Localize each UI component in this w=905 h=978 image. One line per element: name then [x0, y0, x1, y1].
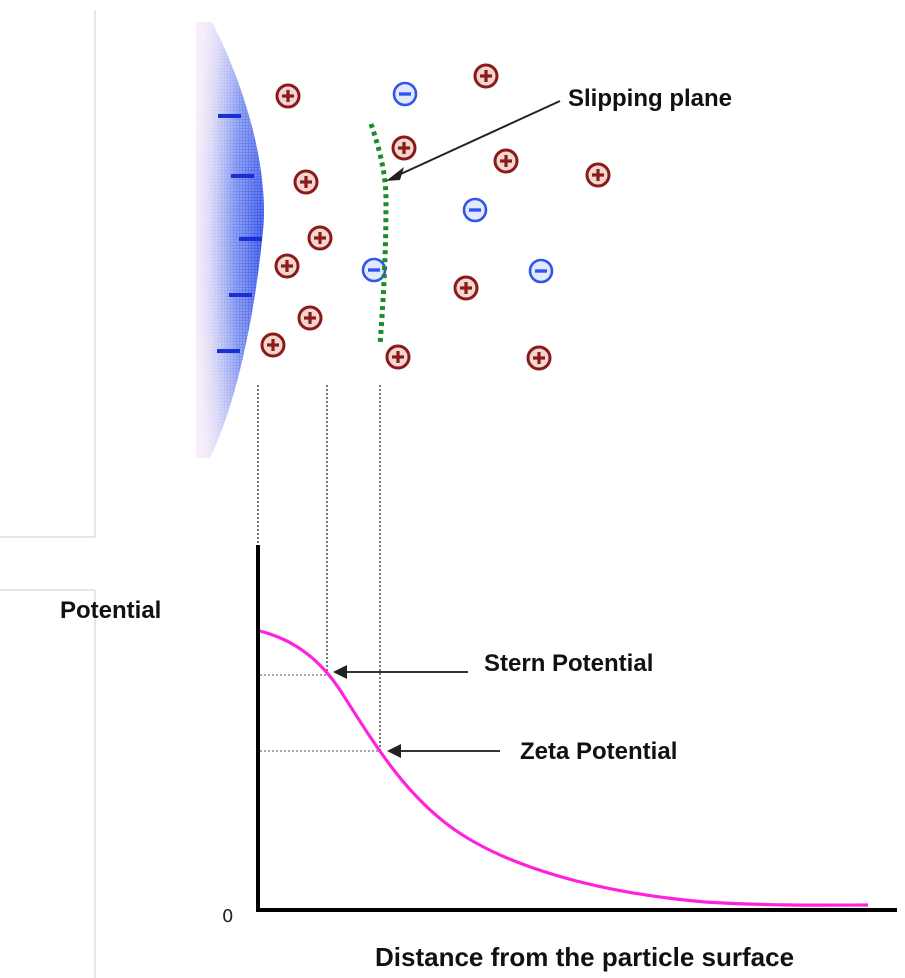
potential-curve [259, 629, 869, 907]
cation-icon [493, 148, 519, 174]
slipping-plane-label: Slipping plane [568, 85, 732, 112]
cation-icon [526, 345, 552, 371]
cation-icon [293, 169, 319, 195]
slipping-plane-arrow [386, 100, 561, 181]
guide-lines-horizontal [260, 674, 380, 752]
cation-icon [274, 253, 300, 279]
anion-icon [528, 258, 554, 284]
stern-potential-arrow [333, 665, 468, 679]
zeta-potential-arrow [387, 744, 500, 758]
origin-label: 0 [222, 906, 233, 927]
cation-icon [297, 305, 323, 331]
cation-icon [473, 63, 499, 89]
x-axis-label: Distance from the particle surface [375, 942, 794, 972]
surface-charges [217, 114, 262, 353]
cation-icon [260, 332, 286, 358]
cation-icon [453, 275, 479, 301]
cation-icon [307, 225, 333, 251]
slipping-plane-line [368, 123, 389, 346]
cation-icon [585, 162, 611, 188]
cation-icon [385, 344, 411, 370]
y-axis-label: Potential [60, 597, 161, 624]
particle-surface [196, 22, 264, 458]
guide-lines-vertical [257, 385, 381, 750]
cations [260, 63, 611, 371]
anion-icon [462, 197, 488, 223]
anions [361, 81, 554, 284]
cation-icon [391, 135, 417, 161]
cation-icon [275, 83, 301, 109]
stern-potential-label: Stern Potential [484, 650, 653, 677]
anion-icon [392, 81, 418, 107]
zeta-potential-label: Zeta Potential [520, 738, 677, 765]
